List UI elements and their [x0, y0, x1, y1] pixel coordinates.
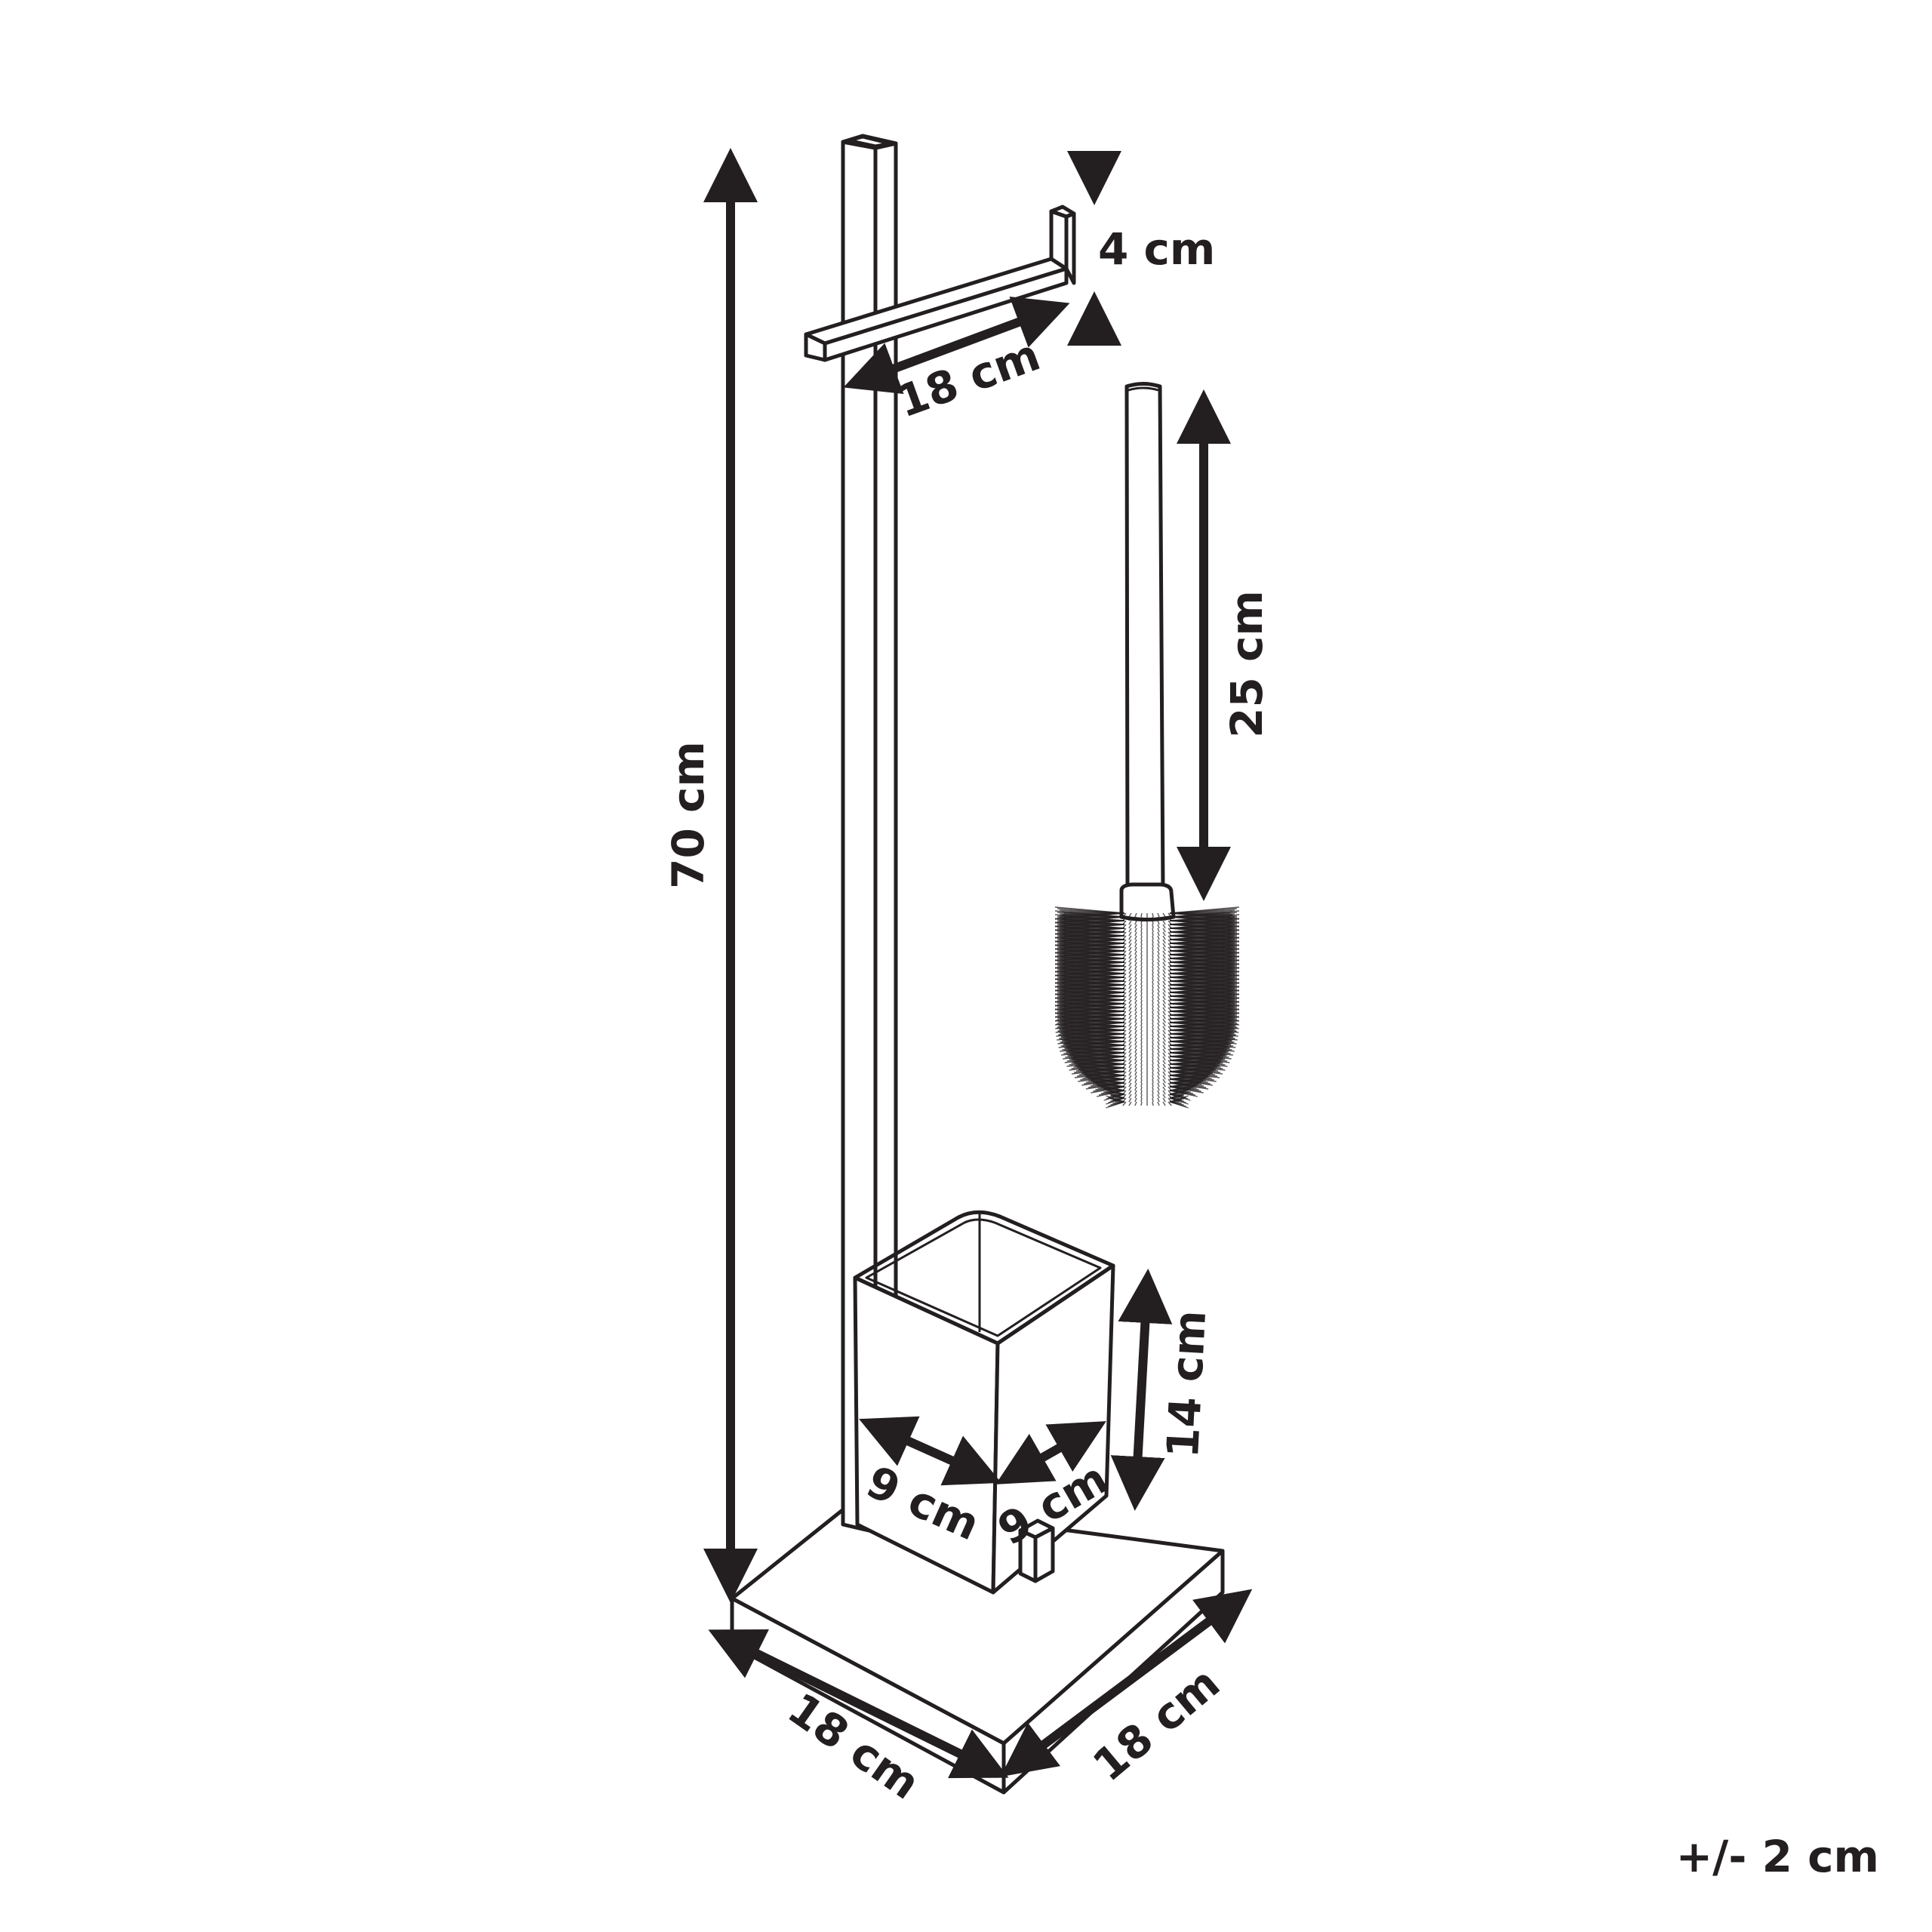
toilet-brush	[1054, 382, 1240, 1109]
dimension-brush-handle: 25 cm	[1177, 389, 1272, 901]
dimension-total-height: 70 cm	[663, 148, 758, 1603]
label-cup-height: 14 cm	[1157, 1309, 1216, 1459]
label-total-height: 70 cm	[663, 741, 714, 889]
brush-bristles-icon	[1054, 906, 1240, 1109]
dimension-cup-height: 14 cm	[1110, 1269, 1216, 1511]
dimension-lip-height: 4 cm	[1067, 151, 1215, 346]
vertical-pole	[841, 134, 898, 1534]
tolerance-note: +/- 2 cm	[1676, 1831, 1879, 1882]
label-lip-height: 4 cm	[1098, 223, 1215, 275]
label-brush-handle: 25 cm	[1221, 590, 1272, 738]
